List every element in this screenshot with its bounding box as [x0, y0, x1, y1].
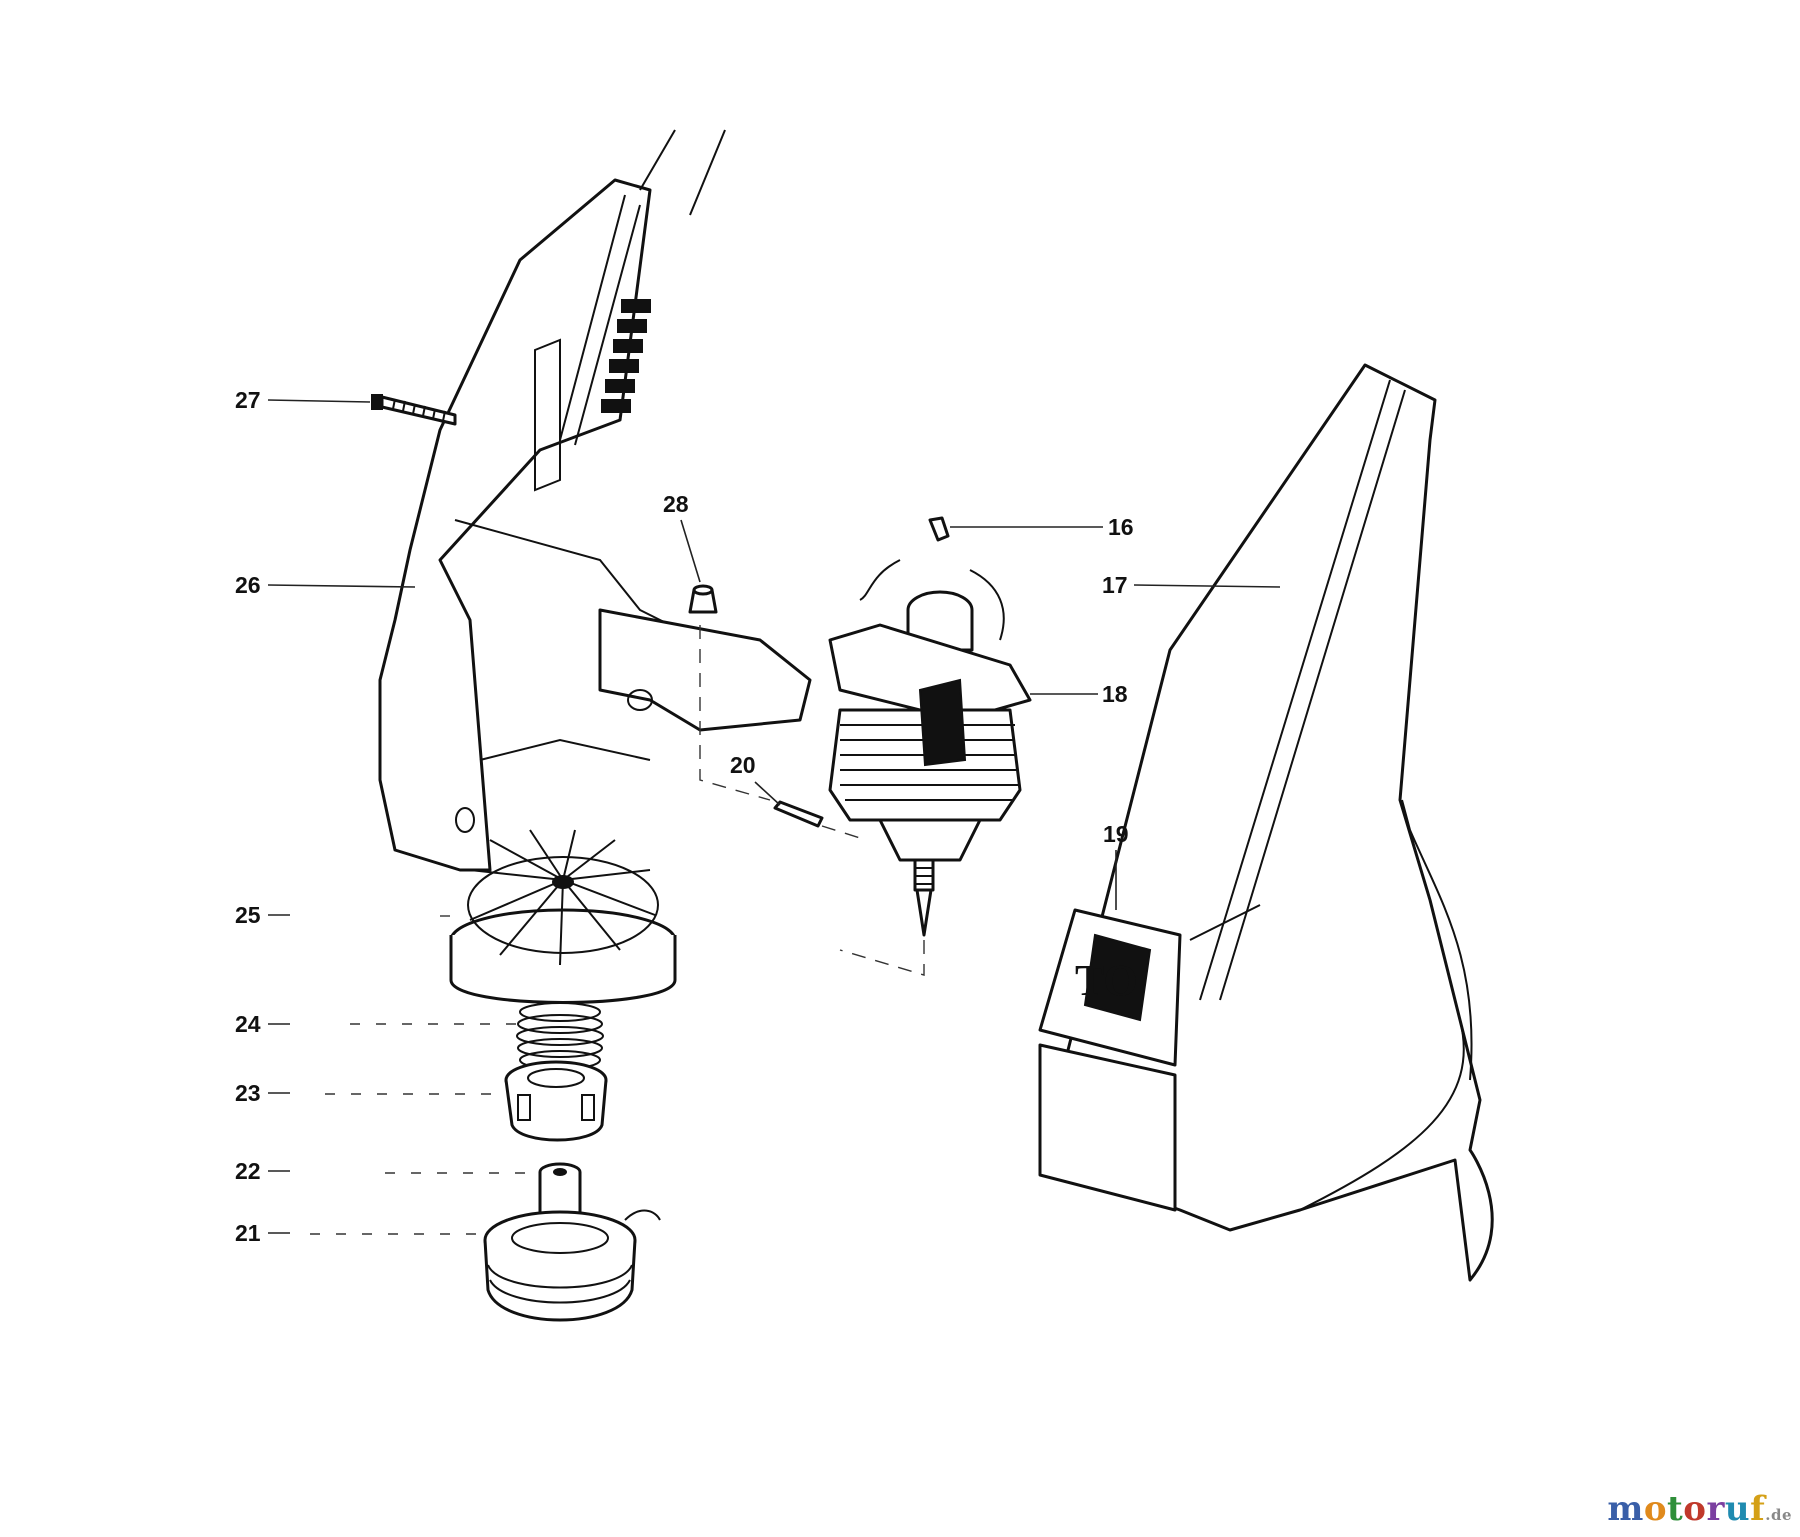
watermark-letter: t: [1667, 1489, 1684, 1529]
callout-26: 26: [235, 572, 416, 598]
part-18-motor: [828, 559, 1032, 937]
callout-label-24: 24: [235, 1011, 261, 1037]
callout-label-28: 28: [663, 491, 689, 517]
watermark-letter: u: [1724, 1489, 1751, 1529]
watermark-letter: o: [1683, 1489, 1707, 1529]
part-26-housing-half: [378, 178, 812, 872]
watermark-letter: f: [1750, 1489, 1766, 1529]
part-27-screw: [371, 394, 457, 426]
decal-logo-text: TO: [1075, 956, 1138, 1005]
part-21-spool: [483, 1209, 661, 1322]
watermark-letter: o: [1643, 1489, 1668, 1529]
callout-label-26: 26: [235, 572, 261, 598]
part-16-pin: [928, 516, 950, 542]
part-19-decal: TO: [1038, 908, 1182, 1212]
callout-20: 20: [730, 752, 781, 806]
callout-22: 22: [235, 1158, 538, 1184]
callout-18: 18: [1030, 681, 1128, 707]
watermark-wordmark: motoruf: [1607, 1489, 1765, 1529]
part-28-bushing: [688, 584, 718, 614]
shaft-tube: [639, 129, 726, 216]
callout-27: 27: [235, 387, 371, 413]
callout-label-25: 25: [235, 902, 261, 928]
callout-label-20: 20: [730, 752, 756, 778]
part-25-fan: [449, 829, 677, 1004]
callout-label-27: 27: [235, 387, 261, 413]
callout-23: 23: [235, 1080, 505, 1106]
part-24-spring: [516, 1002, 604, 1070]
callout-21: 21: [235, 1220, 485, 1246]
callout-label-18: 18: [1102, 681, 1128, 707]
callout-label-16: 16: [1108, 514, 1134, 540]
part-20-key: [773, 800, 824, 828]
watermark-letter: m: [1607, 1489, 1644, 1529]
callout-label-23: 23: [235, 1080, 261, 1106]
watermark-tld: .de: [1765, 1506, 1792, 1524]
callout-17: 17: [1102, 572, 1281, 598]
motoruf-watermark: motoruf.de: [1607, 1489, 1792, 1529]
callout-label-19: 19: [1103, 821, 1129, 847]
callout-label-17: 17: [1102, 572, 1128, 598]
callout-25: 25: [235, 902, 465, 928]
callout-label-22: 22: [235, 1158, 261, 1184]
callout-label-21: 21: [235, 1220, 261, 1246]
housing-vent-slots: [601, 299, 651, 413]
part-23-spool-holder: [504, 1060, 608, 1142]
assembly-axes: [699, 625, 925, 976]
callout-19: 19: [1103, 821, 1129, 910]
watermark-letter: r: [1706, 1489, 1725, 1529]
callout-24: 24: [235, 1011, 518, 1037]
callout-16: 16: [950, 514, 1134, 540]
callout-28: 28: [663, 491, 701, 583]
